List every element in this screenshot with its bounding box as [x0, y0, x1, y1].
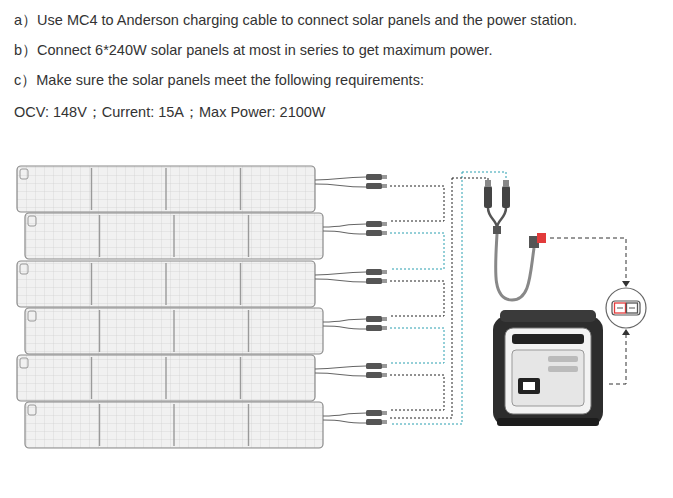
instruction-text: OCV: 148V；Current: 15A；Max Power: 2100W	[14, 103, 669, 121]
series-wiring	[390, 172, 506, 424]
instruction-text: b）Connect 6*240W solar panels at most in…	[14, 41, 669, 59]
instruction-text: c）Make sure the solar panels meet the fo…	[14, 71, 669, 89]
instruction-text: a）Use MC4 to Anderson charging cable to …	[14, 11, 669, 29]
power-station	[493, 310, 603, 426]
mc4-to-anderson-cable	[484, 180, 546, 300]
solar-panel	[25, 402, 387, 448]
anderson-port-icon	[606, 288, 646, 328]
solar-panels	[17, 166, 444, 448]
